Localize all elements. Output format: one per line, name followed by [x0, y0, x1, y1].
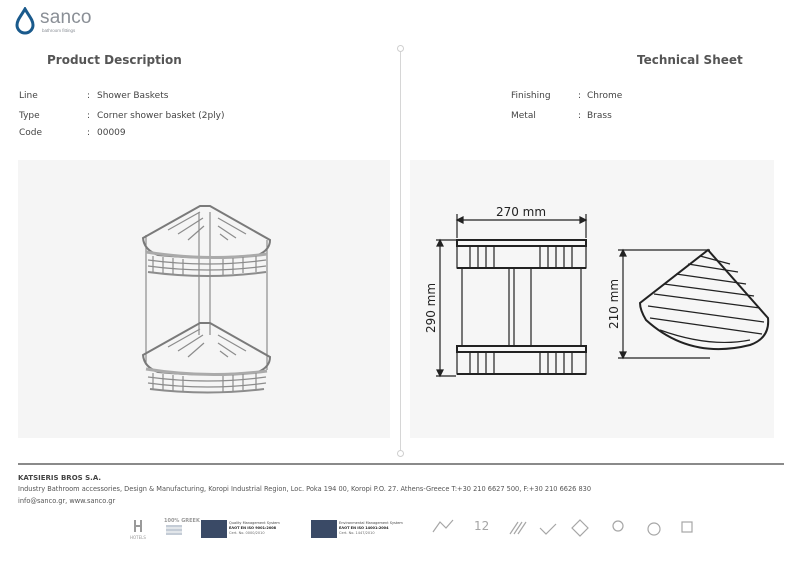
- svg-text:Cert. No. 1447/2010: Cert. No. 1447/2010: [339, 531, 375, 535]
- spec-value-type: Corner shower basket (2ply): [97, 111, 225, 121]
- spec-label-type: Type: [19, 111, 40, 121]
- company-contact[interactable]: info@sanco.gr, www.sanco.gr: [18, 497, 116, 505]
- iso-14001-badge: Environmental Management System ΕΛΟΤ EN …: [311, 520, 403, 538]
- svg-text:100% GREEK: 100% GREEK: [164, 518, 201, 524]
- technical-drawing: 270 mm 290 mm 210 mm: [410, 160, 774, 438]
- seal-icon: [647, 522, 661, 536]
- check-icon: [539, 523, 557, 535]
- nano-icon: [681, 521, 693, 533]
- hotels-icon: HOTELS: [130, 520, 146, 540]
- sun-icon: [612, 520, 624, 532]
- spec-colon: :: [87, 128, 91, 138]
- dimension-depth: 210 mm: [607, 279, 621, 329]
- spec-value-metal: Brass: [587, 111, 612, 121]
- spec-label-line: Line: [19, 91, 38, 101]
- spec-colon: :: [578, 91, 582, 101]
- drop-icon: [15, 7, 35, 35]
- dimension-drawing: 270 mm 290 mm 210 mm: [424, 205, 770, 378]
- company-address: Industry Bathroom accessories, Design & …: [18, 485, 592, 493]
- greek-product-icon: 100% GREEK: [164, 518, 201, 535]
- brand-name: sanco: [40, 7, 92, 28]
- iso-9001-badge: Quality Management System ΕΛΟΤ EN ISO 90…: [201, 520, 280, 538]
- spec-colon: :: [578, 111, 582, 121]
- divider-dot-bottom: [397, 450, 404, 457]
- svg-text:Quality Management System: Quality Management System: [229, 521, 280, 525]
- spec-value-line: Shower Baskets: [97, 91, 169, 101]
- brand-logo: sanco bathroom fittings: [14, 4, 134, 36]
- brand-tagline: bathroom fittings: [42, 28, 76, 33]
- spec-label-code: Code: [19, 128, 43, 138]
- spec-value-finishing: Chrome: [587, 91, 623, 101]
- product-description-heading: Product Description: [47, 53, 182, 67]
- divider-dot-top: [397, 45, 404, 52]
- company-name: KATSIERIS BROS S.A.: [18, 474, 102, 482]
- dimension-width: 270 mm: [496, 205, 546, 219]
- svg-text:Environmental Management Syste: Environmental Management System: [339, 521, 403, 525]
- spec-label-metal: Metal: [511, 111, 536, 121]
- svg-text:Cert. No. 0000/2010: Cert. No. 0000/2010: [229, 531, 265, 535]
- product-photo: [18, 160, 390, 438]
- spec-colon: :: [87, 111, 91, 121]
- spec-colon: :: [87, 91, 91, 101]
- bird-icon: [432, 519, 454, 533]
- column-divider: [400, 48, 401, 452]
- spec-value-code: 00009: [97, 128, 126, 138]
- shower-basket-image: [141, 205, 272, 394]
- footer-rule: [18, 463, 784, 465]
- dimension-height: 290 mm: [424, 283, 438, 333]
- svg-text:HOTELS: HOTELS: [130, 535, 146, 540]
- brush-icon: [509, 521, 527, 535]
- recycle-icon: [571, 519, 589, 537]
- years-warranty-icon: 12: [474, 519, 489, 533]
- spec-label-finishing: Finishing: [511, 91, 551, 101]
- technical-sheet-heading: Technical Sheet: [637, 53, 743, 67]
- svg-text:ΕΛΟΤ EN ISO 14001:2004: ΕΛΟΤ EN ISO 14001:2004: [339, 526, 389, 530]
- svg-text:ΕΛΟΤ EN ISO 9001:2008: ΕΛΟΤ EN ISO 9001:2008: [229, 526, 277, 530]
- certification-logos: HOTELS 100% GREEK Quality Management Sys…: [128, 514, 708, 544]
